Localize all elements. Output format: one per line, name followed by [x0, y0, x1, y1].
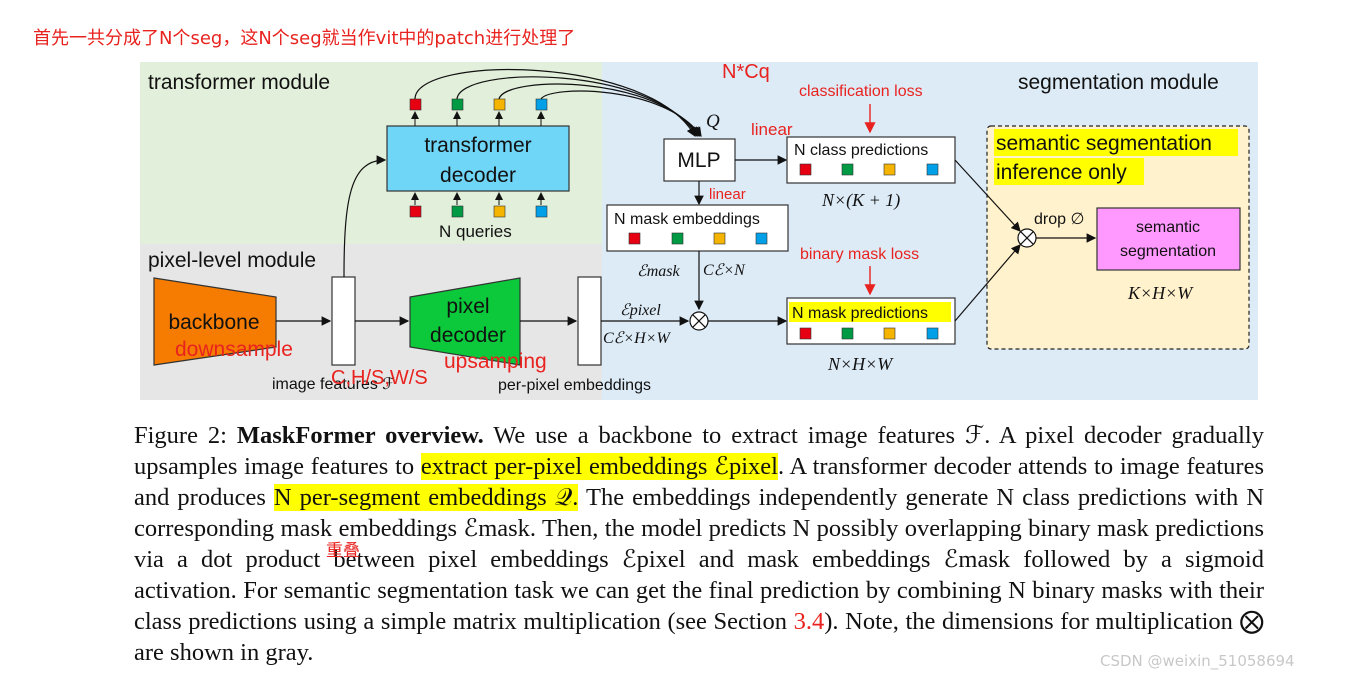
- caption-title: MaskFormer overview.: [236, 422, 484, 449]
- mlp-label: MLP: [677, 149, 720, 172]
- inference-note-highlight-1: [994, 129, 1238, 156]
- upsamping-annotation: upsamping: [444, 350, 547, 373]
- combine-product-icon: [1017, 228, 1037, 248]
- image-features-label: image features ℱ: [272, 376, 395, 393]
- watermark: CSDN @weixin_51058694: [1100, 652, 1295, 670]
- caption-text-3: The embeddings independently generate N …: [134, 484, 1265, 635]
- downsample-annotation: downsample: [175, 338, 293, 361]
- c-e-n-label: Cℰ×N: [703, 262, 746, 279]
- caption-highlight-1: extract per-pixel embeddings ℰpixel: [420, 453, 778, 480]
- class-dims-label: N×(K + 1): [821, 190, 900, 211]
- mask-to-combine-arrow: [954, 244, 1021, 322]
- image-features-bar: [331, 276, 356, 366]
- caption-highlight-2: N per-segment embeddings 𝒬.: [273, 484, 579, 511]
- linear-annotation-top: linear: [751, 120, 793, 139]
- inference-note-line-1: semantic segmentation: [996, 132, 1212, 155]
- pixel-level-module-label: pixel-level module: [148, 249, 316, 272]
- semantic-segmentation-label-1: semantic: [1136, 219, 1200, 236]
- drop-label: drop ∅: [1034, 211, 1084, 228]
- mask-dims-label: N×H×W: [827, 354, 894, 374]
- figure-caption: Figure 2: MaskFormer overview. We use a …: [134, 420, 1264, 668]
- class-to-combine-arrow: [954, 159, 1021, 232]
- transformer-decoder-label-1: transformer: [424, 134, 531, 157]
- caption-text-1: We use a backbone to extract image featu…: [134, 422, 1264, 480]
- binary-mask-loss-annotation: binary mask loss: [800, 246, 919, 263]
- decoder-output-squares: [409, 98, 548, 126]
- q-symbol: Q: [706, 111, 720, 132]
- chw-annotation: C,H/S,W/S: [331, 367, 428, 389]
- pixel-decoder-shape: [409, 277, 521, 366]
- backbone-shape: [153, 277, 277, 366]
- per-pixel-embeddings-bar: [577, 276, 602, 366]
- e-pixel-symbol: ℰpixel: [620, 302, 661, 319]
- transformer-module-label: transformer module: [148, 71, 330, 94]
- inference-note-highlight-2: [994, 158, 1144, 185]
- transformer-decoder-box: [386, 125, 570, 192]
- transformer-decoder-label-2: decoder: [440, 164, 516, 187]
- class-prediction-squares: [799, 163, 939, 176]
- mask-predictions-label: N mask predictions: [792, 305, 928, 322]
- classification-loss-annotation: classification loss: [799, 83, 923, 100]
- pixel-decoder-label-2: decoder: [430, 324, 506, 347]
- queries-label: N queries: [439, 222, 512, 241]
- ncq-annotation: N*Cq: [722, 61, 770, 83]
- class-predictions-box: [786, 136, 956, 184]
- pixel-decoder-label-1: pixel: [446, 295, 489, 318]
- caption-text-2: . A transformer decoder attends to image…: [134, 453, 1264, 511]
- mask-embedding-squares: [628, 232, 768, 245]
- top-note-annotation: 首先一共分成了N个seg，这N个seg就当作vit中的patch进行处理了: [33, 28, 576, 49]
- class-predictions-label: N class predictions: [794, 142, 928, 159]
- caption-section-link[interactable]: 3.4: [793, 608, 825, 635]
- mask-embeddings-label: N mask embeddings: [614, 211, 760, 228]
- mlp-box: [663, 138, 736, 182]
- caption-figure-label: Figure 2:: [134, 422, 237, 449]
- overlap-annotation: 重叠: [326, 541, 360, 561]
- segmentation-module-label: segmentation module: [1018, 71, 1219, 94]
- c-e-hw-label: Cℰ×H×W: [603, 330, 672, 347]
- query-arrows-to-mlp: [414, 69, 702, 138]
- semantic-segmentation-label-2: segmentation: [1120, 243, 1216, 260]
- features-to-decoder-arrow: [343, 155, 387, 278]
- mask-prediction-squares: [799, 327, 939, 340]
- inference-note-line-2: inference only: [996, 161, 1127, 184]
- khw-label: K×H×W: [1127, 283, 1194, 303]
- mask-predictions-highlight: [789, 302, 951, 322]
- linear-annotation-mid: linear: [709, 186, 746, 203]
- semantic-segmentation-box: [1096, 207, 1241, 271]
- per-pixel-embeddings-label: per-pixel embeddings: [498, 377, 651, 394]
- dot-product-icon: [689, 311, 709, 331]
- caption-text-4: ). Note, the dimensions for multiplicati…: [134, 608, 1264, 666]
- e-mask-symbol: ℰmask: [637, 263, 680, 280]
- backbone-label: backbone: [168, 311, 259, 334]
- query-squares: [409, 192, 548, 218]
